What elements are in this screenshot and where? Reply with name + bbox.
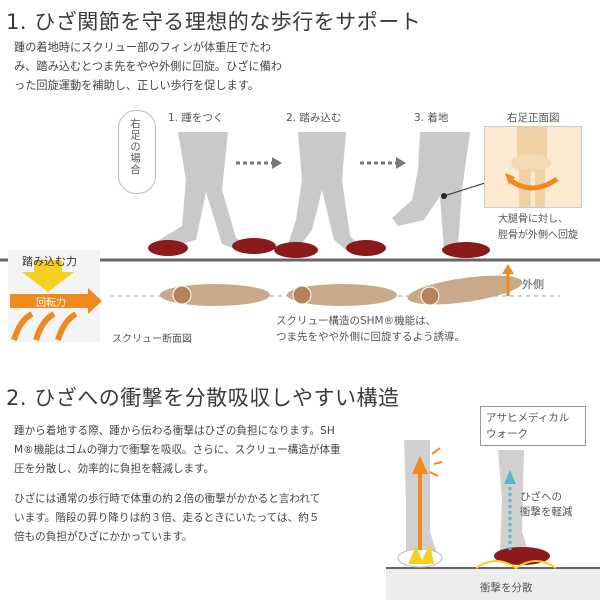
- walking-illustration: [0, 132, 600, 342]
- rotate-arrow: [10, 294, 88, 308]
- front-view-box: [484, 126, 582, 208]
- reduce-label: ひざへの 衝撃を軽減: [520, 491, 573, 518]
- step-arrow-2: [360, 157, 406, 169]
- walker-step-2: [274, 132, 386, 258]
- fins: [11, 311, 78, 341]
- step-2-label: 2. 踏み込む: [286, 112, 342, 124]
- brand-box: [480, 406, 586, 446]
- press-force-label: 踏み込む力: [22, 255, 77, 268]
- sole-1: [160, 284, 270, 306]
- section1-paragraph: 踵の着地時にスクリュー部のフィンが体重圧でたわ み、踏み込むとつま先をやや外側に…: [14, 41, 283, 92]
- impact-illustration: [386, 440, 600, 600]
- section2-paragraph-2: ひざには通常の歩行時で体重の約２倍の衝撃がかかると言われて います。階段の昇り降…: [14, 493, 321, 543]
- press-arrow: [22, 260, 74, 292]
- section2-title: 2. ひざへの衝撃を分散吸収しやすい構造: [6, 386, 400, 410]
- step-1-label: 1. 踵をつく: [168, 112, 224, 124]
- walker-step-1: [148, 132, 276, 256]
- knee-front-illustration: [505, 127, 559, 207]
- step-arrow-1: [236, 157, 282, 169]
- front-view-label: 右足正面図: [507, 112, 560, 124]
- screw-section-label: スクリュー断面図: [112, 334, 192, 345]
- shm-note: スクリュー構造のSHM®機能は、 つま先をやや外側に回旋するよう誘導。: [276, 315, 465, 343]
- step-3-label: 3. 着地: [414, 112, 449, 124]
- side-label: 右足の場合: [129, 118, 141, 176]
- sole-2: [287, 284, 397, 306]
- section1-title: 1. ひざ関節を守る理想的な歩行をサポート: [6, 10, 422, 34]
- sole-3: [407, 275, 523, 306]
- outward-label: 外側: [522, 278, 544, 291]
- section2-paragraph-1: 踵から着地する際、踵から伝わる衝撃はひざの負担になります。SH M®機能はゴムの…: [14, 425, 341, 475]
- brand-box-label: アサヒメディカル ウォーク: [486, 412, 570, 440]
- rotation-note: 大腿骨に対し、 脛骨が外側へ回旋: [498, 214, 578, 241]
- disperse-label: 衝撃を分散: [480, 582, 533, 594]
- walker-step-3: [392, 132, 490, 258]
- outward-arrow: [502, 264, 514, 296]
- rotate-force-label: 回転力: [36, 298, 66, 309]
- side-label-frame: [118, 110, 156, 194]
